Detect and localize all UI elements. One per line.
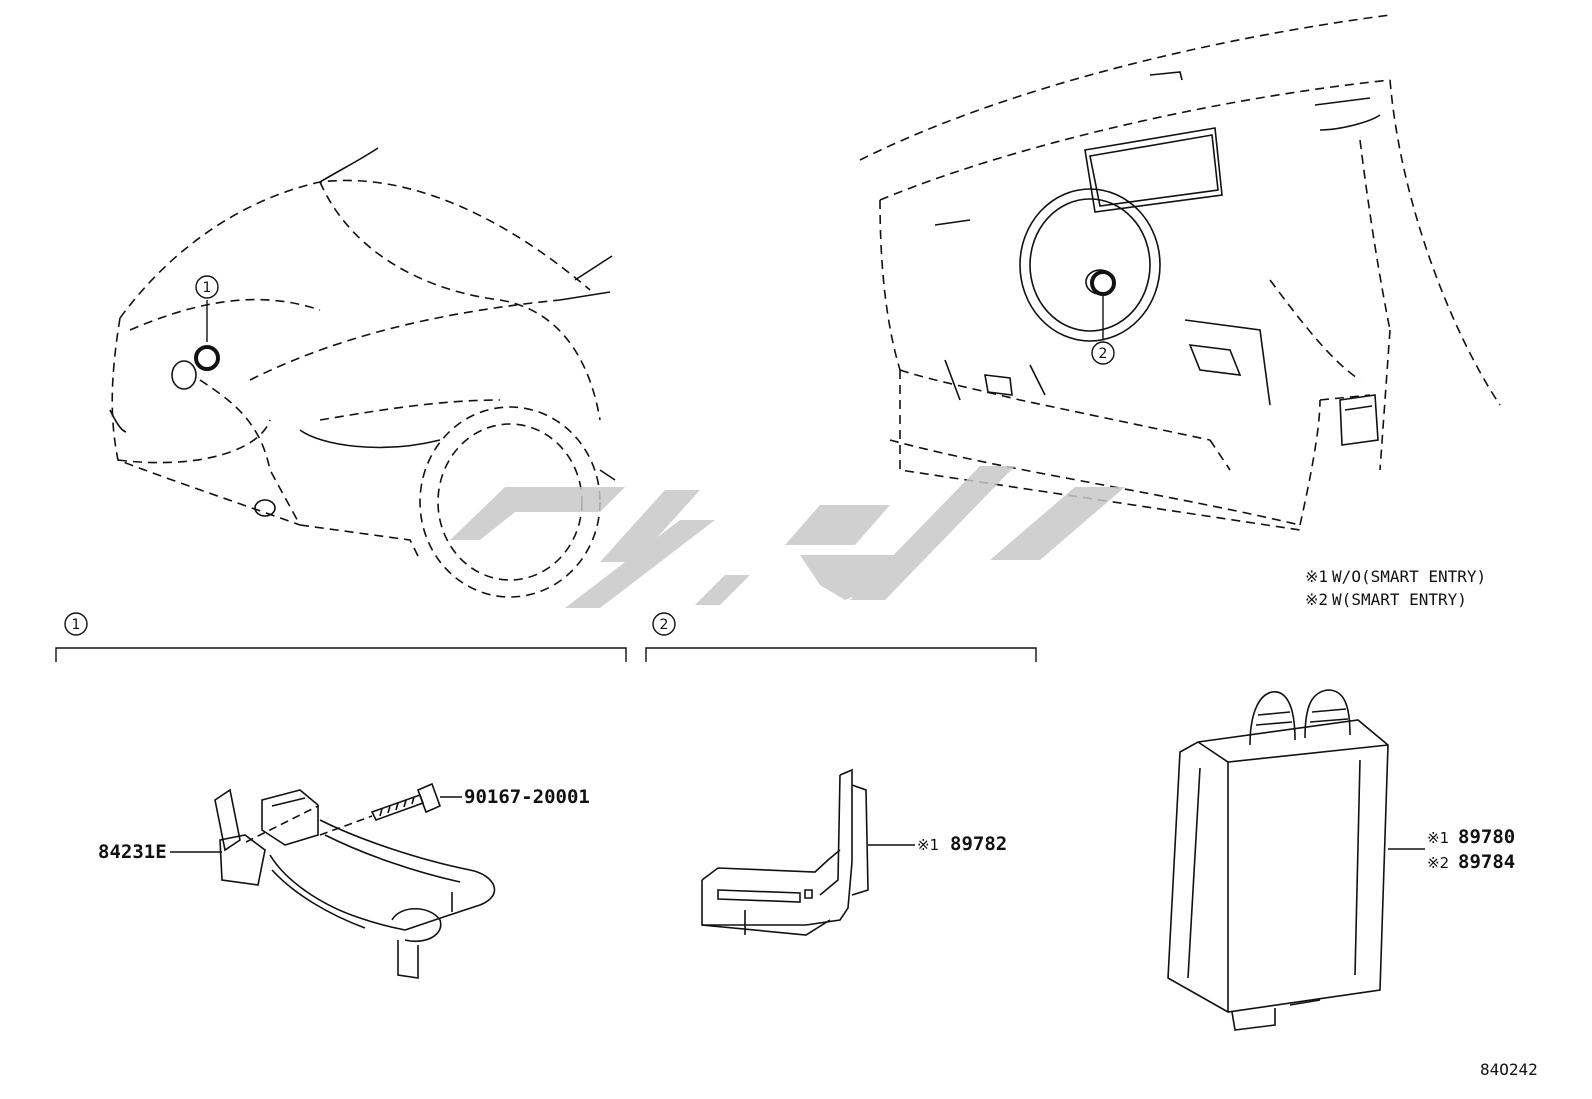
vehicle-front-illustration <box>109 147 616 598</box>
part-number-89780: 89780 <box>1458 826 1515 848</box>
note-1-symbol: ※1 <box>1305 567 1328 586</box>
vehicle-interior-illustration <box>859 14 1501 531</box>
callout-2-marker: 2 <box>1090 270 1116 365</box>
note-2-text: W(SMART ENTRY) <box>1332 590 1467 609</box>
label-89784: ※2 89784 <box>1427 851 1515 873</box>
group-1-bracket: 1 <box>55 612 627 662</box>
watermark-logo <box>450 466 1125 608</box>
control-module-part <box>1167 689 1389 1031</box>
group-2-bracket: 2 <box>645 612 1037 662</box>
sensor-harness-part <box>214 788 496 979</box>
callout-2-ref: 2 <box>1099 346 1108 362</box>
part-prefix-89784: ※2 <box>1427 854 1449 872</box>
label-89782: ※1 89782 <box>868 833 1007 855</box>
part-number-89784: 89784 <box>1458 851 1515 873</box>
diagram-code: 84O242 <box>1480 1060 1538 1079</box>
note-2-symbol: ※2 <box>1305 590 1328 609</box>
note-1-text: W/O(SMART ENTRY) <box>1332 567 1486 586</box>
part-number-90167-20001: 90167-20001 <box>464 786 590 808</box>
part-number-84231E: 84231E <box>98 841 167 863</box>
label-90167-20001: 90167-20001 <box>440 786 590 808</box>
bracket-part <box>701 768 869 936</box>
callout-1-ref: 1 <box>203 280 212 296</box>
label-89780: ※1 89780 <box>1388 826 1515 850</box>
part-prefix-89780: ※1 <box>1427 829 1449 847</box>
part-prefix-89782: ※1 <box>917 836 939 854</box>
svg-text:※2W(SMART ENTRY): ※2W(SMART ENTRY) <box>1305 590 1467 609</box>
part-number-89782: 89782 <box>950 833 1007 855</box>
group-1-ref: 1 <box>72 617 81 633</box>
callout-1-marker: 1 <box>194 275 220 371</box>
bolt-part <box>319 782 442 836</box>
group-2-ref: 2 <box>660 617 669 633</box>
svg-text:※1W/O(SMART ENTRY): ※1W/O(SMART ENTRY) <box>1305 567 1486 586</box>
label-84231E: 84231E <box>98 841 222 863</box>
